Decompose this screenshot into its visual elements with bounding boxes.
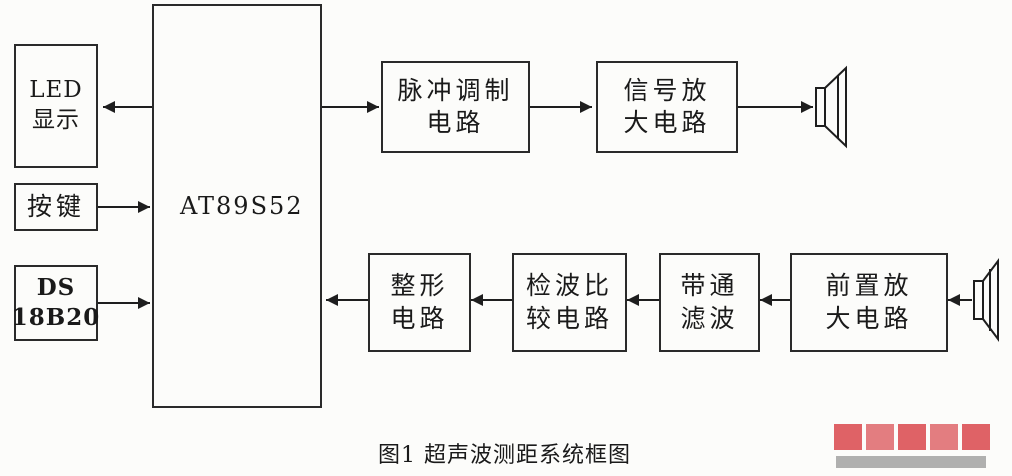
preamp-block: 前置放 大电路 [790,253,948,352]
detect-compare-label: 检波比 较电路 [525,271,613,333]
shaping-circuit-block: 整形 电路 [368,253,471,352]
ds18b20-block: DS 18B20 [11,265,101,341]
preamp-label: 前置放 大电路 [825,271,913,333]
signal-amp-label: 信号放 大电路 [623,75,711,138]
watermark-logo [834,424,990,468]
transmitter-speaker-icon [815,65,847,149]
led-display-block: LED 显示 [14,44,98,168]
mcu-block [152,4,322,408]
receiver-speaker-icon [973,258,999,342]
shaping-circuit-label: 整形 电路 [390,271,449,333]
figure-caption: 图1 超声波测距系统框图 [378,443,631,468]
pulse-modulation-label: 脉冲调制 电路 [397,75,514,138]
ds18b20-label: DS 18B20 [11,274,101,331]
mcu-label: AT89S52 [180,192,304,220]
keys-label: 按键 [26,191,85,221]
bandpass-filter-block: 带通 滤波 [659,253,760,352]
led-display-label: LED 显示 [29,77,83,133]
signal-amp-block: 信号放 大电路 [596,61,738,153]
pulse-modulation-block: 脉冲调制 电路 [381,61,530,153]
detect-compare-block: 检波比 较电路 [512,253,627,352]
bandpass-filter-label: 带通 滤波 [680,271,739,333]
keys-block: 按键 [14,183,98,231]
